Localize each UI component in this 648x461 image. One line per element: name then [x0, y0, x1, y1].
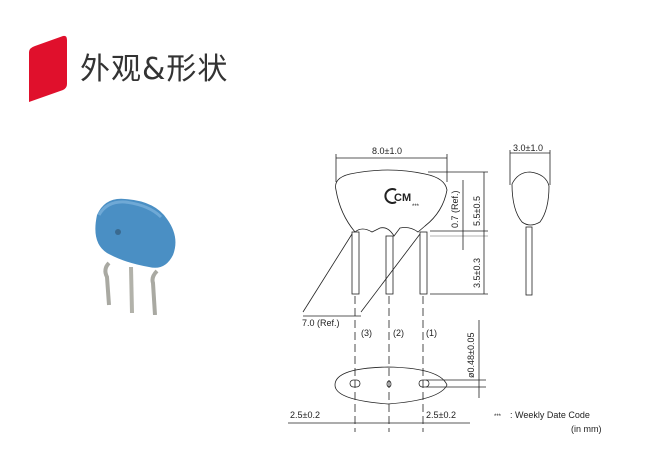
- svg-text:(1): (1): [426, 328, 437, 338]
- section-header: 外观&形状: [0, 0, 648, 120]
- svg-text:ø0.48±0.05: ø0.48±0.05: [466, 333, 476, 378]
- page-title: 外观&形状: [80, 52, 229, 87]
- svg-text:0.7 (Ref.): 0.7 (Ref.): [450, 190, 460, 228]
- dimension-drawing: CM *** 8.0±1.0 3.0±1.0 0.7 (Ref.) 5.5±0.…: [288, 143, 602, 434]
- svg-text:5.5±0.5: 5.5±0.5: [472, 196, 482, 226]
- svg-text:(in mm): (in mm): [571, 424, 602, 434]
- svg-text:3.0±1.0: 3.0±1.0: [513, 143, 543, 153]
- svg-text:***: ***: [412, 204, 420, 210]
- svg-text:CM: CM: [394, 192, 411, 204]
- svg-text:: Weekly Date Code: : Weekly Date Code: [510, 410, 590, 420]
- product-photo: [85, 185, 195, 316]
- svg-text:3.5±0.3: 3.5±0.3: [472, 258, 482, 288]
- svg-text:***: ***: [494, 414, 502, 420]
- svg-text:2.5±0.2: 2.5±0.2: [426, 410, 456, 420]
- svg-text:(2): (2): [393, 328, 404, 338]
- svg-text:(3): (3): [361, 328, 372, 338]
- svg-text:8.0±1.0: 8.0±1.0: [372, 146, 402, 156]
- manufacturer-logo: [384, 188, 397, 204]
- svg-text:7.0 (Ref.): 7.0 (Ref.): [302, 318, 340, 328]
- section-badge-icon: [29, 35, 67, 102]
- svg-text:2.5±0.2: 2.5±0.2: [290, 410, 320, 420]
